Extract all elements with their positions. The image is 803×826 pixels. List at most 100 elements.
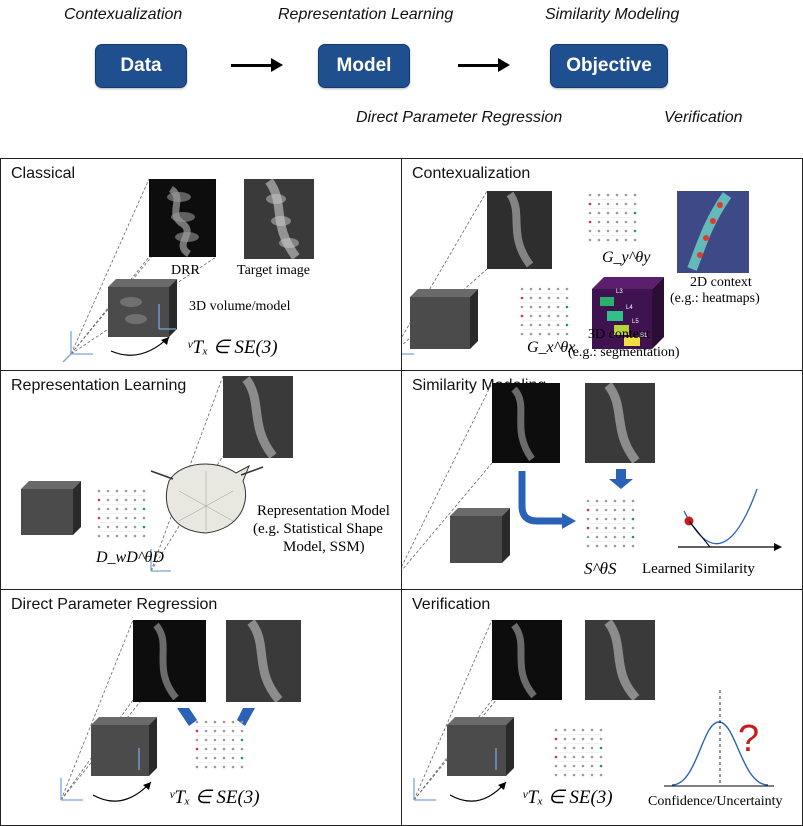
- network-verification-dots: [554, 728, 603, 777]
- network-dot: [133, 534, 137, 538]
- network-dot: [195, 756, 199, 760]
- network-dot: [606, 238, 610, 242]
- network-dot: [581, 728, 585, 732]
- network-dot: [554, 755, 558, 759]
- network-dot: [204, 747, 208, 751]
- network-dot: [213, 756, 217, 760]
- panel-title-verification: Verification: [412, 596, 491, 613]
- network-dot: [133, 516, 137, 520]
- network-dot: [563, 764, 567, 768]
- network-dot: [588, 202, 592, 206]
- network-dot: [554, 728, 558, 732]
- network-dot: [538, 323, 542, 327]
- panel-representation: Representation Learning D_wD^θD Represen…: [0, 370, 402, 590]
- network-dot: [213, 729, 217, 733]
- panel-classical: Classical: [0, 158, 402, 371]
- network-dot: [572, 773, 576, 777]
- network-dot: [631, 544, 635, 548]
- network-dot: [599, 773, 603, 777]
- target-image-label: Target image: [237, 263, 311, 278]
- network-dot: [222, 765, 226, 769]
- network-dot: [622, 535, 626, 539]
- network-dot: [204, 738, 208, 742]
- network-dot: [624, 193, 628, 197]
- network-dot: [633, 211, 637, 215]
- network-dot: [565, 305, 569, 309]
- network-dot: [595, 526, 599, 530]
- network-dot: [231, 765, 235, 769]
- network-dot: [142, 525, 146, 529]
- panel-similarity: Similarity Modeling S^θS Lea: [401, 370, 803, 590]
- network-dot: [195, 729, 199, 733]
- network-dot: [581, 746, 585, 750]
- panel-contexualization: Contexualization: [401, 158, 803, 371]
- network-dot: [231, 756, 235, 760]
- network-dot: [633, 193, 637, 197]
- panel-verification: Verification ᵛTₓ ∈ SE(3) ? Confidence/: [401, 589, 803, 826]
- network-dot: [115, 534, 119, 538]
- network-dot: [106, 489, 110, 493]
- objective-box: Objective: [550, 44, 668, 88]
- network-dot: [622, 508, 626, 512]
- network-dot: [97, 507, 101, 511]
- network-dot: [520, 332, 524, 336]
- network-dot: [213, 765, 217, 769]
- network-dot: [615, 211, 619, 215]
- network-dot: [520, 305, 524, 309]
- network-dot: [222, 720, 226, 724]
- s-label: S^θS: [584, 559, 617, 578]
- network-dot: [195, 720, 199, 724]
- network-dot: [115, 498, 119, 502]
- label-contexualization: Contexualization: [64, 6, 183, 23]
- network-gx-dots: [520, 287, 569, 336]
- network-dot: [581, 755, 585, 759]
- network-dot: [520, 323, 524, 327]
- network-dot: [213, 720, 217, 724]
- network-dot: [106, 534, 110, 538]
- network-dot: [240, 747, 244, 751]
- network-dot: [554, 737, 558, 741]
- network-dot: [97, 489, 101, 493]
- network-gy-dots: [588, 193, 637, 242]
- network-dot: [565, 314, 569, 318]
- network-dot: [222, 738, 226, 742]
- network-dot: [604, 526, 608, 530]
- network-dot: [604, 499, 608, 503]
- label-direct-parameter-regression: Direct Parameter Regression: [356, 109, 563, 126]
- network-dot: [615, 238, 619, 242]
- network-dot: [520, 296, 524, 300]
- network-dot: [97, 534, 101, 538]
- network-dot: [97, 525, 101, 529]
- network-dot: [204, 765, 208, 769]
- verification-illustration: [413, 619, 774, 802]
- regression-illustration: [60, 619, 301, 802]
- network-dot: [597, 229, 601, 233]
- network-dot: [613, 526, 617, 530]
- network-dot: [572, 755, 576, 759]
- network-dot: [204, 756, 208, 760]
- seg-label-l3: L3: [616, 289, 623, 295]
- context3d-label-2: (e.g.: segmentation): [568, 345, 680, 360]
- network-dot: [613, 508, 617, 512]
- network-dot: [586, 526, 590, 530]
- network-dot: [597, 220, 601, 224]
- network-dot: [142, 516, 146, 520]
- network-dot: [538, 314, 542, 318]
- network-dot: [556, 305, 560, 309]
- network-dot: [213, 738, 217, 742]
- network-dot: [606, 193, 610, 197]
- network-dot: [520, 287, 524, 291]
- network-dot: [231, 729, 235, 733]
- network-dot: [213, 747, 217, 751]
- network-dot: [520, 314, 524, 318]
- arrow-model-to-objective: [458, 58, 510, 72]
- network-dot: [613, 544, 617, 548]
- network-dot: [624, 229, 628, 233]
- network-dot: [590, 764, 594, 768]
- seg-label-l5: L5: [632, 319, 639, 325]
- network-dot: [615, 229, 619, 233]
- network-dot: [195, 747, 199, 751]
- regression-transform-label: ᵛTₓ ∈ SE(3): [169, 787, 260, 808]
- network-dot: [597, 193, 601, 197]
- classical-illustration: [62, 178, 314, 363]
